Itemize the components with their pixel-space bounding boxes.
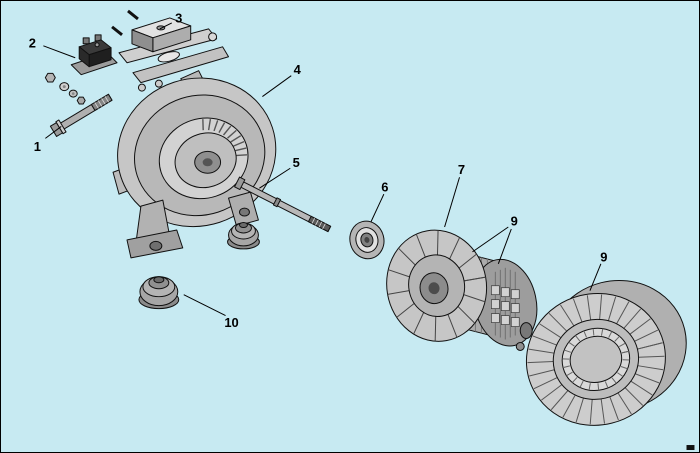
- callout-label-6: 6: [381, 180, 388, 195]
- callout-layer: 1 2 3 4 5 6 7 9 9 10: [29, 10, 608, 330]
- callout-label-4: 4: [294, 62, 302, 77]
- rectifier-diode-grid: [491, 285, 520, 327]
- washer-stack: [44, 72, 86, 105]
- housing-vent-slots: [202, 119, 248, 157]
- through-bolt-part-5: [234, 176, 332, 233]
- callout-leader-line-10: [183, 294, 226, 317]
- stator-teeth-lines: [562, 328, 630, 391]
- stator-slot-lines: [527, 294, 665, 425]
- rubber-mount-part-10-lower: [138, 276, 180, 310]
- stator-part-9: [525, 279, 687, 426]
- callout-leader-line-9a: [497, 228, 512, 265]
- corner-mark: [686, 445, 695, 451]
- callout-leader-line-9b: [589, 263, 602, 291]
- regulator-screw-icon: [127, 9, 139, 21]
- callout-label-5: 5: [293, 155, 300, 170]
- rotor-fan-part-7: [386, 229, 488, 342]
- callout-label-9a: 9: [511, 214, 518, 229]
- callout-label-7: 7: [458, 162, 465, 177]
- callout-leader-line-2: [43, 45, 76, 59]
- callout-leader-line-3: [159, 22, 173, 30]
- callout-leader-line-1: [45, 126, 62, 139]
- callout-leader-line-4: [262, 75, 292, 97]
- callout-label-10: 10: [224, 315, 238, 330]
- mounting-bolt-part-1: [49, 93, 113, 137]
- rotor-rear-assembly-part-9: [473, 258, 538, 351]
- callout-label-1: 1: [34, 139, 41, 154]
- callout-label-3: 3: [175, 10, 182, 25]
- callout-label-2: 2: [29, 35, 36, 50]
- regulator-screw-icon: [111, 25, 123, 37]
- bearing-part-6: [349, 220, 385, 260]
- callout-leader-line-7: [444, 177, 460, 228]
- fan-blade-lines: [387, 230, 486, 342]
- callout-leader-line-6: [370, 193, 385, 223]
- brush-holder-part-2: [70, 34, 118, 76]
- callout-label-9b: 9: [600, 249, 607, 264]
- rubber-mount-part-10-upper: [227, 222, 260, 250]
- callout-leader-line-5: [259, 167, 291, 189]
- callout-leader-line-9a: [472, 226, 509, 253]
- drive-end-housing-part-4: [112, 70, 277, 259]
